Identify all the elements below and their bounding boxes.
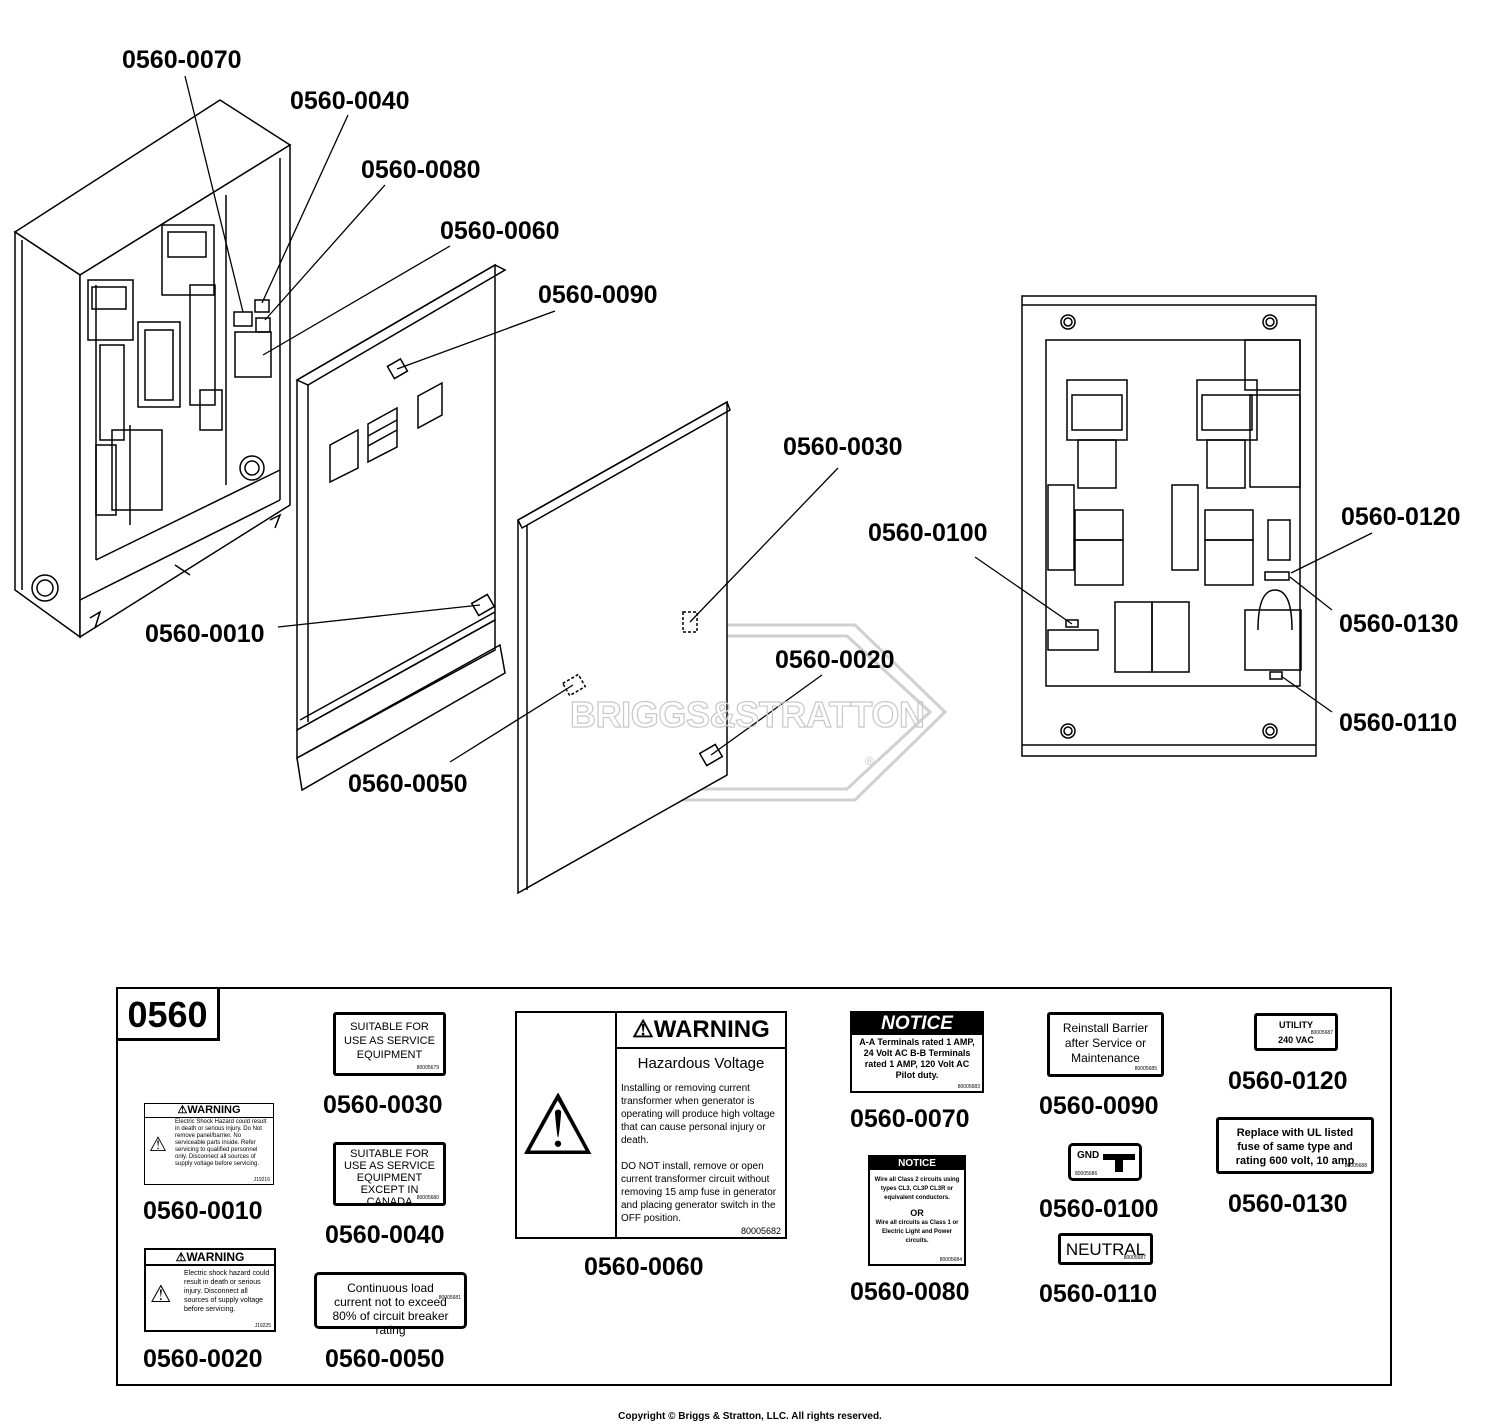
decal-number: 80005681: [438, 1295, 461, 1301]
decal-number: 80005685: [1134, 1066, 1157, 1072]
exploded-diagram: BRIGGS&STRATTON ®: [13, 75, 1373, 895]
decal-0560-0130: Replace with UL listed fuse of same type…: [1216, 1117, 1374, 1174]
decal-kit-box: 0560 ⚠WARNING ⚠ Electric Shock Hazard co…: [116, 987, 1392, 1386]
callout-0560-0030: 0560-0030: [783, 433, 903, 461]
decal-0560-0100: GND 80005686: [1068, 1143, 1142, 1181]
decal-warning-bar: ⚠WARNING: [145, 1104, 273, 1118]
part-label: 0560-0070: [850, 1105, 970, 1133]
decal-text: A-A Terminals rated 1 AMP, 24 Volt AC B-…: [859, 1037, 975, 1080]
decal-number: 80005687: [1310, 1030, 1333, 1036]
decal-0560-0110: NEUTRAL 80005687: [1058, 1233, 1153, 1265]
part-label: 0560-0020: [143, 1345, 263, 1373]
part-label: 0560-0090: [1039, 1092, 1159, 1120]
decal-heading: NOTICE: [852, 1013, 982, 1035]
callout-0560-0050: 0560-0050: [348, 770, 468, 798]
callout-0560-0060: 0560-0060: [440, 217, 560, 245]
decal-0560-0020: ⚠WARNING ⚠ Electric shock hazard could r…: [144, 1248, 276, 1332]
decal-text: Continuous load current not to exceed 80…: [332, 1281, 449, 1337]
decal-text: Electric Shock Hazard could result in de…: [175, 1119, 267, 1167]
shock-hazard-icon: ⚠: [150, 1281, 172, 1308]
part-label: 0560-0040: [325, 1221, 445, 1249]
callout-0560-0010: 0560-0010: [145, 620, 265, 648]
shock-hazard-icon: ⚠: [149, 1134, 167, 1156]
callout-0560-0100: 0560-0100: [868, 519, 988, 547]
decal-number: 80005682: [740, 1226, 781, 1236]
decal-0560-0030: SUITABLE FOR USE AS SERVICE EQUIPMENT 80…: [333, 1012, 446, 1076]
callout-0560-0080: 0560-0080: [361, 156, 481, 184]
decal-heading: NOTICE: [870, 1157, 964, 1170]
watermark-text: BRIGGS&STRATTON: [570, 694, 925, 735]
decal-text: Electric shock hazard could result in de…: [184, 1270, 270, 1313]
decal-number: 80005684: [939, 1257, 962, 1263]
decal-warning-bar: ⚠WARNING: [146, 1250, 274, 1266]
decal-text: Installing or removing current transform…: [621, 1083, 775, 1146]
decal-warning-bar: ⚠WARNING: [617, 1013, 785, 1049]
part-label: 0560-0130: [1228, 1190, 1348, 1218]
callout-0560-0130: 0560-0130: [1339, 610, 1459, 638]
decal-text: SUITABLE FOR USE AS SERVICE EQUIPMENT EX…: [344, 1148, 435, 1208]
decal-0560-0010: ⚠WARNING ⚠ Electric Shock Hazard could r…: [144, 1103, 274, 1185]
decal-number: 80005688: [1344, 1163, 1367, 1169]
decal-text: DO NOT install, remove or open current t…: [621, 1161, 777, 1224]
watermark-reg: ®: [865, 754, 874, 768]
decal-number: J19216: [253, 1177, 270, 1183]
callout-0560-0020: 0560-0020: [775, 646, 895, 674]
decal-number: 80005687: [1123, 1255, 1146, 1261]
part-label: 0560-0120: [1228, 1067, 1348, 1095]
leader-lines: [184, 75, 1373, 763]
part-label: 0560-0080: [850, 1278, 970, 1306]
decal-text: 240 VAC: [1278, 1035, 1314, 1045]
decal-number: J19225: [254, 1323, 271, 1329]
part-label: 0560-0060: [584, 1253, 704, 1281]
decal-number: 80005680: [416, 1195, 439, 1201]
barrier-panel: [295, 263, 507, 792]
decal-text: Replace with UL listed fuse of same type…: [1235, 1127, 1355, 1167]
decal-0560-0050: Continuous load current not to exceed 80…: [314, 1272, 467, 1337]
decal-or: OR: [910, 1208, 924, 1218]
decal-text: Wire all Class 2 circuits using types CL…: [874, 1177, 960, 1201]
part-label: 0560-0050: [325, 1345, 445, 1373]
decal-0560-0080: NOTICE Wire all Class 2 circuits using t…: [868, 1155, 966, 1266]
decal-0560-0120: UTILITY 240 VAC 80005687: [1254, 1013, 1338, 1051]
decal-heading: WARNING: [187, 1104, 241, 1116]
decal-0560-0060: ⚠ ⚠WARNING Hazardous Voltage Installing …: [515, 1011, 787, 1239]
decal-text: UTILITY: [1279, 1020, 1313, 1030]
part-label: 0560-0100: [1039, 1195, 1159, 1223]
callout-0560-0090: 0560-0090: [538, 281, 658, 309]
ground-symbol-icon: [1103, 1154, 1135, 1172]
decal-number: 80005683: [957, 1084, 980, 1090]
decal-heading: WARNING: [186, 1250, 245, 1264]
kit-id: 0560: [118, 989, 220, 1041]
part-label: 0560-0030: [323, 1091, 443, 1119]
front-cover: [517, 400, 731, 895]
decal-0560-0070: NOTICE A-A Terminals rated 1 AMP, 24 Vol…: [850, 1011, 984, 1093]
panel-front-view: [1021, 295, 1317, 757]
decal-text: Wire all circuits as Class 1 or Electric…: [875, 1220, 959, 1244]
callout-0560-0120: 0560-0120: [1341, 503, 1461, 531]
decal-text: SUITABLE FOR USE AS SERVICE EQUIPMENT: [344, 1021, 435, 1061]
decal-subheading: Hazardous Voltage: [637, 1055, 765, 1072]
decal-0560-0040: SUITABLE FOR USE AS SERVICE EQUIPMENT EX…: [333, 1142, 446, 1208]
warning-triangle-icon: ⚠: [632, 1016, 654, 1043]
warning-triangle-icon: ⚠: [175, 1250, 187, 1264]
callout-0560-0110: 0560-0110: [1339, 709, 1458, 737]
decal-text: GND: [1077, 1150, 1100, 1161]
decal-number: 80005679: [416, 1065, 439, 1071]
part-label: 0560-0110: [1039, 1280, 1158, 1308]
decal-text: Reinstall Barrier after Service or Maint…: [1062, 1021, 1149, 1065]
decal-number: 80005686: [1075, 1171, 1098, 1177]
callout-0560-0040: 0560-0040: [290, 87, 410, 115]
warning-triangle-icon: ⚠: [177, 1104, 188, 1116]
part-label: 0560-0010: [143, 1197, 263, 1225]
copyright: Copyright © Briggs & Stratton, LLC. All …: [618, 1411, 882, 1422]
shock-hazard-icon: ⚠: [520, 1078, 596, 1172]
enclosure-open: [13, 99, 292, 639]
decal-heading: WARNING: [653, 1016, 770, 1043]
decal-text: NEUTRAL: [1065, 1240, 1146, 1259]
callout-0560-0070: 0560-0070: [122, 46, 242, 74]
decal-0560-0090: Reinstall Barrier after Service or Maint…: [1047, 1012, 1164, 1077]
decal-graphic-panel: ⚠: [517, 1013, 617, 1237]
